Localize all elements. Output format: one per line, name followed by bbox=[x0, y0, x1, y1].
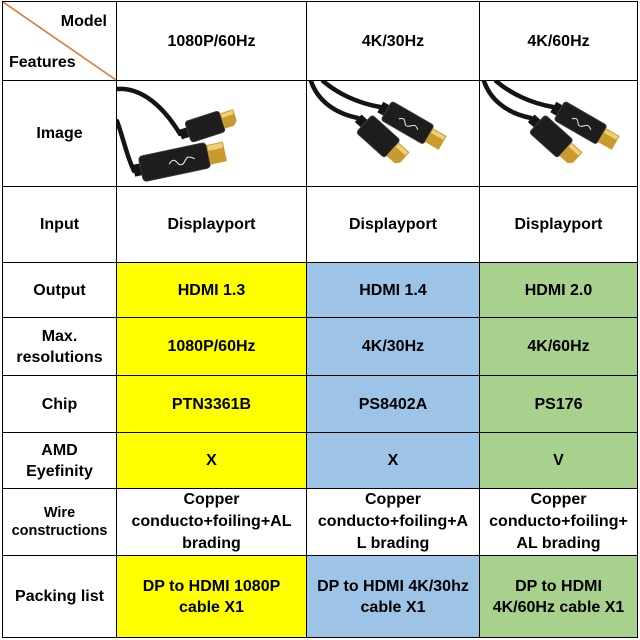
column-header-text: 1080P/60Hz bbox=[167, 32, 256, 50]
cell-output-1080p: HDMI 1.3 bbox=[117, 263, 307, 318]
row-label-text: AMD bbox=[41, 441, 78, 459]
cell-text: Displayport bbox=[514, 216, 603, 233]
row-label-text: constructions bbox=[11, 523, 108, 539]
cell-text: Copper bbox=[365, 491, 421, 508]
cable-wire bbox=[481, 81, 534, 121]
cell-text: Displayport bbox=[348, 216, 437, 233]
cell-text: AL brading bbox=[516, 535, 601, 552]
cell-text: V bbox=[553, 452, 564, 469]
cell-text: Displayport bbox=[167, 216, 256, 233]
cell-output-4k30: HDMI 1.4 bbox=[307, 263, 480, 318]
cell-text: X bbox=[206, 452, 217, 469]
cell-input-4k30: Displayport bbox=[307, 187, 480, 263]
cell-text: conducto+foiling+AL bbox=[131, 513, 292, 530]
cell-text: DP to HDMI 4K/30hz bbox=[317, 577, 469, 595]
dp-to-hdmi-cable-photo bbox=[308, 81, 447, 164]
column-header-4k60: 4K/60Hz bbox=[480, 2, 638, 81]
row-label-text: Image bbox=[36, 125, 83, 142]
cell-text: conducto+foiling+ bbox=[489, 513, 628, 530]
row-label-text: resolutions bbox=[16, 348, 103, 366]
header-corner-cell: Model Features bbox=[3, 2, 117, 81]
row-label-text: Wire bbox=[43, 505, 76, 521]
column-header-4k30: 4K/30Hz bbox=[307, 2, 480, 81]
cell-text: DP to HDMI bbox=[515, 577, 602, 595]
row-label-amd-eyefinity: AMD Eyefinity bbox=[3, 433, 117, 489]
cell-text: HDMI 2.0 bbox=[524, 281, 593, 299]
cell-text: PS176 bbox=[534, 395, 583, 413]
row-label-image: Image bbox=[3, 81, 117, 187]
cell-input-4k60: Displayport bbox=[480, 187, 638, 263]
hdmi-plug-icon bbox=[132, 141, 227, 182]
row-label-text: Max. bbox=[41, 327, 78, 345]
row-label-input: Input bbox=[3, 187, 117, 263]
cell-wire-constructions-1080p: Copper conducto+foiling+AL brading bbox=[117, 489, 307, 556]
cable-wire bbox=[493, 81, 556, 110]
cell-packing-list-1080p: DP to HDMI 1080P cable X1 bbox=[117, 556, 307, 638]
cell-chip-1080p: PTN3361B bbox=[117, 376, 307, 433]
hdmi-plug-icon bbox=[550, 101, 620, 150]
cable-wire bbox=[320, 81, 383, 110]
cell-output-4k60: HDMI 2.0 bbox=[480, 263, 638, 318]
diagonal-divider bbox=[3, 2, 116, 80]
cell-text: L brading bbox=[356, 535, 430, 552]
cell-amd-eyefinity-4k30: X bbox=[307, 433, 480, 489]
cell-max-resolutions-1080p: 1080P/60Hz bbox=[117, 318, 307, 376]
row-label-output: Output bbox=[3, 263, 117, 318]
row-label-text: Chip bbox=[41, 395, 78, 413]
dp-to-hdmi-cable-photo bbox=[117, 86, 237, 182]
cell-text: PS8402A bbox=[358, 395, 428, 413]
cell-amd-eyefinity-1080p: X bbox=[117, 433, 307, 489]
cable-wire bbox=[308, 81, 361, 121]
row-label-chip: Chip bbox=[3, 376, 117, 433]
row-label-max-resolutions: Max. resolutions bbox=[3, 318, 117, 376]
cable-wire bbox=[117, 118, 137, 174]
cell-input-1080p: Displayport bbox=[117, 187, 307, 263]
displayport-plug-icon bbox=[178, 109, 237, 143]
cell-packing-list-4k60: DP to HDMI 4K/60Hz cable X1 bbox=[480, 556, 638, 638]
cell-chip-4k30: PS8402A bbox=[307, 376, 480, 433]
cable-image-4k30 bbox=[307, 81, 480, 187]
cell-text: cable X1 bbox=[179, 598, 244, 616]
cell-max-resolutions-4k30: 4K/30Hz bbox=[307, 318, 480, 376]
cell-max-resolutions-4k60: 4K/60Hz bbox=[480, 318, 638, 376]
row-label-text: Output bbox=[33, 281, 86, 299]
row-label-wire-constructions: Wire constructions bbox=[3, 489, 117, 556]
cell-text: 4K/60Hz cable X1 bbox=[492, 598, 625, 616]
cell-text: HDMI 1.3 bbox=[177, 281, 246, 299]
cell-text: DP to HDMI 1080P bbox=[142, 577, 281, 595]
dp-to-hdmi-cable-photo bbox=[481, 81, 620, 164]
cell-chip-4k60: PS176 bbox=[480, 376, 638, 433]
displayport-plug-icon bbox=[354, 114, 410, 164]
cell-text: PTN3361B bbox=[171, 395, 252, 413]
row-label-text: Input bbox=[39, 216, 80, 233]
cable-image-1080p bbox=[117, 81, 307, 187]
hdmi-plug-icon bbox=[377, 101, 447, 150]
column-header-text: 4K/30Hz bbox=[361, 32, 425, 50]
row-label-text: Eyefinity bbox=[26, 462, 93, 480]
cell-text: cable X1 bbox=[360, 598, 426, 616]
cell-text: 4K/30Hz bbox=[361, 338, 425, 355]
cell-text: HDMI 1.4 bbox=[359, 281, 427, 299]
column-header-1080p: 1080P/60Hz bbox=[117, 2, 307, 81]
row-label-text: Packing list bbox=[15, 588, 104, 605]
cell-text: 1080P/60Hz bbox=[167, 338, 256, 355]
cell-text: Copper bbox=[183, 491, 240, 508]
cell-amd-eyefinity-4k60: V bbox=[480, 433, 638, 489]
cell-text: 4K/60Hz bbox=[527, 338, 590, 355]
cell-text: Copper bbox=[530, 491, 587, 508]
displayport-plug-icon bbox=[527, 114, 583, 164]
cell-text: brading bbox=[182, 535, 241, 552]
cable-image-4k60 bbox=[480, 81, 638, 187]
column-header-text: 4K/60Hz bbox=[527, 32, 590, 50]
cell-wire-constructions-4k60: Copper conducto+foiling+ AL brading bbox=[480, 489, 638, 556]
cell-wire-constructions-4k30: Copper conducto+foiling+A L brading bbox=[307, 489, 480, 556]
features-label: Features bbox=[9, 54, 76, 71]
cell-packing-list-4k30: DP to HDMI 4K/30hz cable X1 bbox=[307, 556, 480, 638]
cell-text: conducto+foiling+A bbox=[317, 513, 469, 530]
cell-text: X bbox=[387, 452, 399, 469]
row-label-packing-list: Packing list bbox=[3, 556, 117, 638]
cable-wire bbox=[117, 86, 183, 137]
model-label: Model bbox=[60, 13, 107, 30]
